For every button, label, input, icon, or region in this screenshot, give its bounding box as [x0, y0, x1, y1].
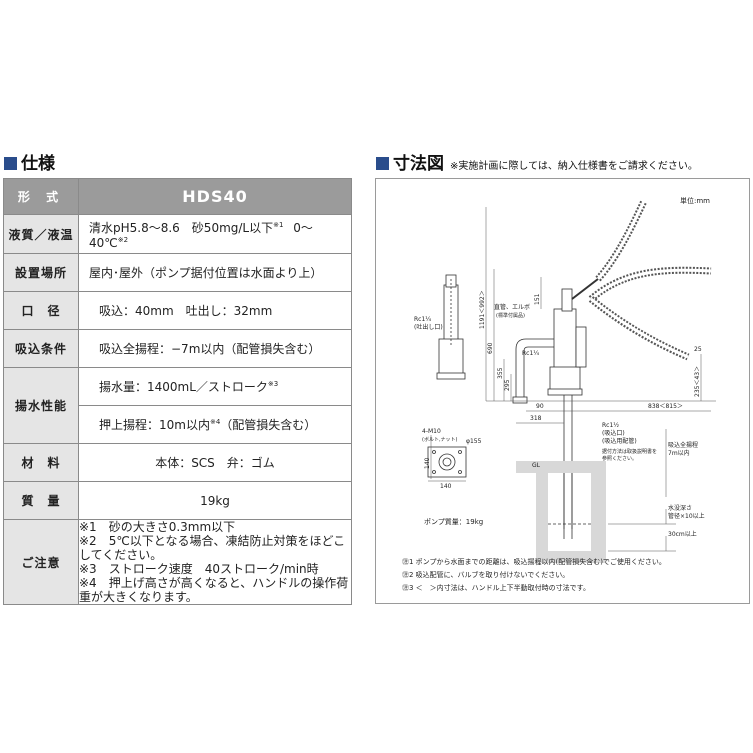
rc112-label: Rc1½	[602, 422, 619, 429]
mount-note2: 参照ください。	[602, 455, 637, 462]
material-label: 材 料	[3, 443, 79, 482]
dimension-svg: 単位:mm 1191＜992＞ 151 690 355 295 25 235＜4…	[402, 196, 716, 592]
dim-1191: 1191＜992＞	[479, 290, 486, 329]
spec-row-perf1: 揚水性能 揚水量：1400mL／ストローク※3	[3, 367, 352, 444]
dim-295: 295	[504, 379, 511, 391]
perf-label: 揚水性能	[3, 367, 79, 444]
note-4: ※4 押上げ高さが高くなると、ハンドルの操作荷重が大きくなります。	[79, 576, 349, 604]
dim-140a: 140	[424, 457, 431, 469]
place-label: 設置場所	[3, 253, 79, 292]
pump-side-view-icon	[436, 274, 466, 380]
m10-sub: (ボルト,ナット)	[422, 436, 458, 443]
dimension-lines	[428, 207, 716, 552]
title-square-icon	[376, 157, 389, 170]
footnote-1: ㊟1 ポンプから水面までの距離は、吸込揚程以内(配管損失含む)でご使用ください。	[402, 557, 666, 566]
place-value: 屋内･屋外（ポンプ据付位置は水面より上）	[78, 253, 352, 292]
dimension-title: 寸法図 ※実施計画に際しては、納入仕様書をご請求ください。	[376, 149, 698, 174]
spec-row-perf2: 押上揚程：10m以内※4（配管損失含む）	[4, 405, 352, 444]
rc114a-sub: (吐出し口)	[414, 323, 443, 331]
spec-row-liquid: 液質／液温 清水pH5.8～8.6 砂50mg/L以下※1 0～40℃※2	[3, 214, 352, 254]
dim-355: 355	[497, 367, 504, 379]
spec-row-notes: ご注意 ※1 砂の大きさ0.3mm以下 ※2 5℃以下となる場合、凍結防止対策を…	[3, 519, 352, 605]
perf-value2b: （配管損失含む）	[220, 418, 317, 432]
unit-label: 単位:mm	[680, 196, 710, 205]
water-depth1: 水没深さ	[668, 504, 692, 512]
notes-cell: ※1 砂の大きさ0.3mm以下 ※2 5℃以下となる場合、凍結防止対策をほどこし…	[78, 519, 352, 605]
perf-value2: 押上揚程：10m以内	[99, 418, 210, 432]
footnote-3: ㊟3 ＜ ＞内寸法は、ハンドル上下半動取付時の寸法です。	[402, 583, 590, 592]
liquid-mark1: ※1	[273, 220, 284, 229]
spec-title: 仕様	[4, 149, 55, 174]
spec-row-model: 形 式 HDS40	[3, 178, 352, 215]
spec-row-mass: 質 量 19kg	[3, 481, 352, 520]
pump-mass-label: ポンプ質量：19kg	[424, 517, 483, 526]
rc114b-label: Rc1¼	[522, 350, 539, 357]
notes-label: ご注意	[3, 519, 79, 605]
perf-value2-cell: 押上揚程：10m以内※4（配管損失含む）	[78, 405, 352, 444]
perf-mark1: ※3	[267, 380, 279, 388]
dim-838: 838＜815＞	[648, 403, 683, 410]
spec-table: 形 式 HDS40 液質／液温 清水pH5.8～8.6 砂50mg/L以下※1 …	[3, 178, 352, 605]
suction-label: 吸込条件	[3, 329, 79, 368]
spec-row-suction: 吸込条件 吸込全揚程：−7m以内（配管損失含む）	[3, 329, 352, 368]
title-square-icon	[4, 157, 17, 170]
spec-row-material: 材 料 本体：SCS 弁：ゴム	[3, 443, 352, 482]
mass-label: 質 量	[3, 481, 79, 520]
dimension-title-text: 寸法図	[393, 154, 444, 174]
spout-pipe-icon	[512, 338, 554, 404]
m10-label: 4-M10	[422, 428, 441, 435]
base-plate-icon	[427, 446, 467, 478]
perf-mark2: ※4	[209, 418, 221, 426]
dim-140b: 140	[440, 483, 452, 490]
dim-151: 151	[534, 293, 541, 305]
dim-235: 235＜43＞	[694, 366, 701, 397]
rc114a-label: Rc1¼	[414, 316, 431, 323]
material-value: 本体：SCS 弁：ゴム	[78, 443, 352, 482]
liquid-label: 液質／液温	[3, 214, 79, 254]
dim-90: 90	[536, 403, 544, 410]
note-3: ※3 ストローク速度 40ストローク/min時	[79, 562, 319, 576]
suction-pipe-label: (吸込用配管)	[602, 437, 637, 445]
spec-row-bore: 口 径 吸込：40mm 吐出し：32mm	[3, 291, 352, 330]
suction-total2: 7m以内	[668, 449, 690, 457]
note-2: ※2 5℃以下となる場合、凍結防止対策をほどこしてください。	[79, 534, 346, 562]
dim-690: 690	[487, 342, 494, 354]
bore-value: 吸込：40mm 吐出し：32mm	[78, 291, 352, 330]
dim-318: 318	[530, 415, 542, 422]
well-icon	[516, 461, 606, 563]
spec-row-place: 設置場所 屋内･屋外（ポンプ据付位置は水面より上）	[3, 253, 352, 292]
note-1: ※1 砂の大きさ0.3mm以下	[79, 520, 236, 534]
model-label: 形 式	[3, 178, 79, 215]
footnote-2: ㊟2 吸込配管に、バルブを取り付けないでください。	[402, 570, 569, 579]
gl-label: GL	[532, 462, 541, 469]
handle-lower-icon	[588, 266, 712, 361]
elbow-label1: 直管、エルボ	[494, 303, 530, 311]
water-depth2: 管径×10以上	[668, 512, 705, 520]
mount-note1: 据付方法は取扱説明書を	[602, 448, 657, 455]
pump-body-icon	[547, 278, 599, 529]
phi155-label: φ155	[466, 438, 482, 445]
handle-upper-icon	[595, 199, 648, 282]
mass-value: 19kg	[78, 481, 352, 520]
bore-label: 口 径	[3, 291, 79, 330]
perf-value1: 揚水量：1400mL／ストローク	[99, 380, 268, 394]
suction-value: 吸込全揚程：−7m以内（配管損失含む）	[78, 329, 352, 368]
elbow-label2: (標準付属品)	[496, 312, 525, 319]
perf-value1-cell: 揚水量：1400mL／ストローク※3	[78, 367, 352, 406]
rc112-sub: (吸込口)	[602, 429, 625, 437]
suction-total1: 吸込全揚程	[668, 441, 698, 449]
model-value: HDS40	[78, 178, 352, 215]
liquid-mark2: ※2	[117, 235, 129, 244]
dimension-note: ※実施計画に際しては、納入仕様書をご請求ください。	[450, 161, 698, 172]
bottom-label: 30cm以上	[668, 530, 697, 538]
dimension-drawing: 単位:mm 1191＜992＞ 151 690 355 295 25 235＜4…	[375, 178, 750, 604]
spec-title-text: 仕様	[21, 154, 55, 174]
liquid-value: 清水pH5.8～8.6 砂50mg/L以下	[89, 220, 274, 235]
liquid-value-cell: 清水pH5.8～8.6 砂50mg/L以下※1 0～40℃※2	[78, 214, 352, 254]
liquid-temp: 0～40℃	[89, 220, 313, 250]
dim-25: 25	[694, 346, 702, 353]
